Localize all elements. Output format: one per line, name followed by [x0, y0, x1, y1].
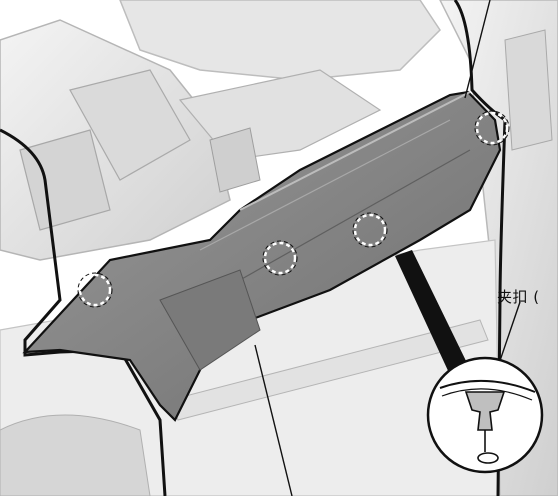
clip-marker-3 [353, 213, 387, 247]
leader-line-top [464, 0, 491, 99]
clip-detail-magnifier [426, 356, 544, 474]
clip-marker-2 [263, 241, 297, 275]
trim-panel [22, 90, 502, 422]
clip-marker-1 [78, 273, 112, 307]
leader-line-bottom [254, 344, 293, 496]
clip-marker-4 [475, 111, 509, 145]
clip-callout-label: 夹扣 ( [497, 288, 540, 306]
clip-markers [78, 111, 509, 307]
zoom-pointer [395, 250, 468, 375]
